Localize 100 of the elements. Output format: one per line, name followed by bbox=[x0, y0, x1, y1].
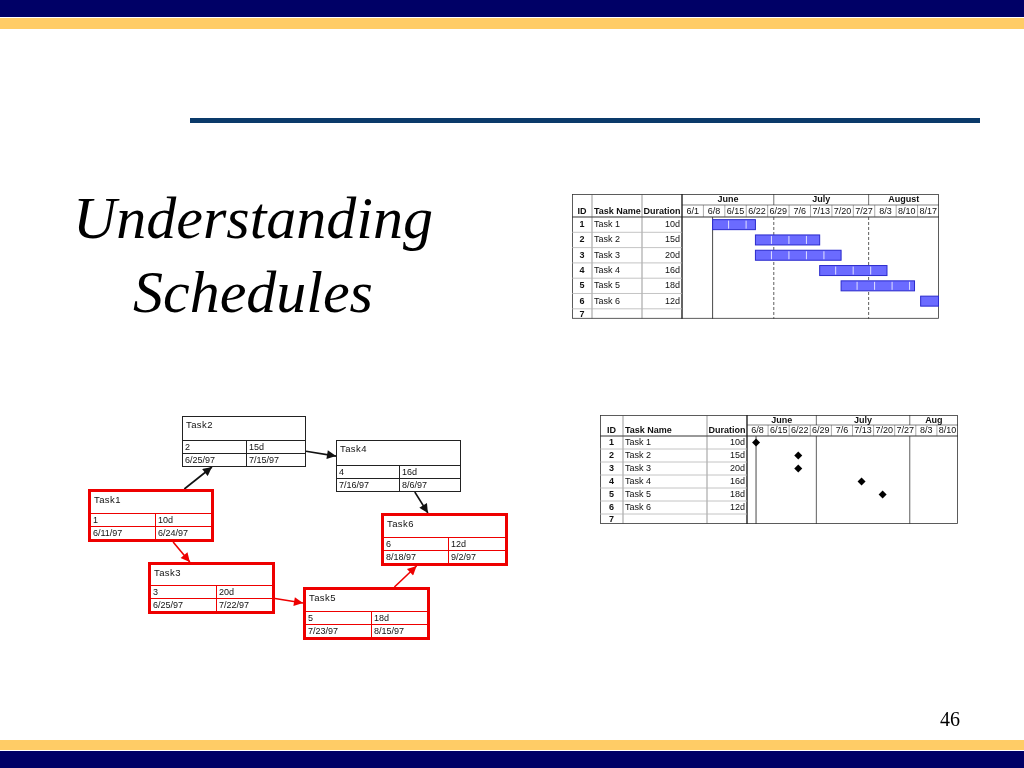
week-label: 7/27 bbox=[855, 206, 873, 216]
slide-title: Understanding Schedules bbox=[73, 185, 433, 325]
duration-value: 18d bbox=[664, 281, 680, 291]
duration-cell: 18d bbox=[371, 611, 427, 624]
week-label: 8/10 bbox=[898, 206, 916, 216]
week-label: 6/8 bbox=[707, 206, 721, 216]
week-label: 7/20 bbox=[833, 206, 852, 216]
column-header: Task Name bbox=[594, 206, 641, 216]
week-label: 6/15 bbox=[769, 426, 788, 435]
week-label: 7/6 bbox=[835, 426, 849, 435]
column-header: Duration bbox=[708, 426, 746, 435]
duration-cell: 20d bbox=[216, 585, 272, 598]
task-node bbox=[336, 440, 461, 492]
month-label: June bbox=[717, 195, 739, 204]
task-name: Task 1 bbox=[594, 220, 620, 230]
task-id-cell: 4 bbox=[337, 465, 399, 478]
week-label: 8/3 bbox=[920, 426, 933, 435]
week-label: 7/13 bbox=[812, 206, 830, 216]
month-label: August bbox=[888, 195, 920, 204]
duration-value: 20d bbox=[664, 250, 680, 260]
task-node bbox=[182, 416, 306, 467]
finish-date-cell: 7/15/97 bbox=[246, 453, 305, 466]
task-name: Task 2 bbox=[594, 235, 620, 245]
task-name: Task 2 bbox=[625, 451, 651, 460]
task-id-cell: 6 bbox=[384, 537, 448, 550]
row-id: 4 bbox=[579, 266, 585, 276]
row-id: 1 bbox=[609, 438, 614, 447]
arrow bbox=[305, 450, 337, 460]
duration-value: 10d bbox=[729, 438, 745, 447]
week-label: 6/22 bbox=[748, 206, 766, 216]
duration-value: 16d bbox=[729, 477, 745, 486]
month-label: July bbox=[812, 195, 831, 204]
row-id: 6 bbox=[609, 503, 614, 512]
duration-value: 15d bbox=[729, 451, 745, 460]
task-title: Task6 bbox=[387, 518, 414, 529]
row-id: 2 bbox=[609, 451, 614, 460]
start-date-cell: 7/16/97 bbox=[337, 478, 399, 491]
duration-value: 16d bbox=[664, 266, 680, 276]
week-label: 6/29 bbox=[812, 426, 830, 435]
start-date-cell: 6/25/97 bbox=[183, 453, 246, 466]
task-title: Task1 bbox=[94, 494, 121, 505]
row-id: 3 bbox=[579, 250, 585, 260]
duration-value: 12d bbox=[729, 503, 745, 512]
duration-value: 12d bbox=[664, 296, 680, 306]
row-id: 7 bbox=[579, 309, 585, 319]
finish-date-cell: 7/22/97 bbox=[216, 598, 272, 611]
task-node bbox=[148, 562, 275, 614]
duration-cell: 16d bbox=[399, 465, 460, 478]
week-label: 8/3 bbox=[879, 206, 892, 216]
column-header: ID bbox=[607, 426, 616, 435]
week-label: 8/10 bbox=[938, 426, 957, 435]
arrow bbox=[172, 541, 191, 563]
task-node bbox=[303, 587, 430, 640]
week-label: 6/1 bbox=[686, 206, 699, 216]
task-id-cell: 2 bbox=[183, 440, 246, 453]
task-title: Task2 bbox=[186, 419, 213, 430]
start-date-cell: 6/25/97 bbox=[151, 598, 216, 611]
arrow bbox=[393, 565, 418, 588]
week-label: 7/6 bbox=[793, 206, 807, 216]
week-label: 7/13 bbox=[854, 426, 872, 435]
row-id: 2 bbox=[579, 235, 585, 245]
task-id-cell: 1 bbox=[91, 513, 155, 526]
duration-value: 20d bbox=[729, 464, 745, 473]
row-id: 6 bbox=[579, 296, 585, 306]
duration-cell: 15d bbox=[246, 440, 305, 453]
task-name: Task 5 bbox=[594, 281, 620, 291]
duration-cell: 10d bbox=[155, 513, 211, 526]
task-name: Task 4 bbox=[625, 477, 651, 486]
task-id-cell: 3 bbox=[151, 585, 216, 598]
week-label: 7/27 bbox=[896, 426, 914, 435]
duration-value: 10d bbox=[664, 220, 680, 230]
row-id: 4 bbox=[609, 477, 614, 486]
column-header: ID bbox=[577, 206, 587, 216]
task-id-cell: 5 bbox=[306, 611, 371, 624]
task-name: Task 3 bbox=[594, 250, 620, 260]
task-name: Task 4 bbox=[594, 266, 620, 276]
row-id: 7 bbox=[609, 515, 614, 524]
task-title: Task4 bbox=[340, 443, 367, 454]
week-label: 6/22 bbox=[790, 426, 809, 435]
task-title: Task5 bbox=[309, 592, 336, 603]
finish-date-cell: 9/2/97 bbox=[448, 550, 505, 563]
week-label: 7/20 bbox=[875, 426, 893, 435]
start-date-cell: 6/11/97 bbox=[91, 526, 155, 539]
arrow bbox=[183, 466, 213, 490]
arrow bbox=[274, 597, 304, 607]
column-header: Task Name bbox=[625, 426, 672, 435]
page-number: 46 bbox=[940, 709, 960, 729]
task-node bbox=[88, 489, 214, 542]
row-id: 5 bbox=[609, 490, 614, 499]
week-label: 6/15 bbox=[726, 206, 745, 216]
finish-date-cell: 8/6/97 bbox=[399, 478, 460, 491]
week-label: 6/8 bbox=[751, 426, 764, 435]
month-label: June bbox=[771, 415, 793, 425]
week-label: 6/29 bbox=[769, 206, 788, 216]
task-title: Task3 bbox=[154, 567, 181, 578]
task-name: Task 1 bbox=[625, 438, 651, 447]
task-name: Task 5 bbox=[625, 490, 651, 499]
month-label: Aug bbox=[925, 415, 943, 425]
task-name: Task 6 bbox=[625, 503, 651, 512]
finish-date-cell: 6/24/97 bbox=[155, 526, 211, 539]
